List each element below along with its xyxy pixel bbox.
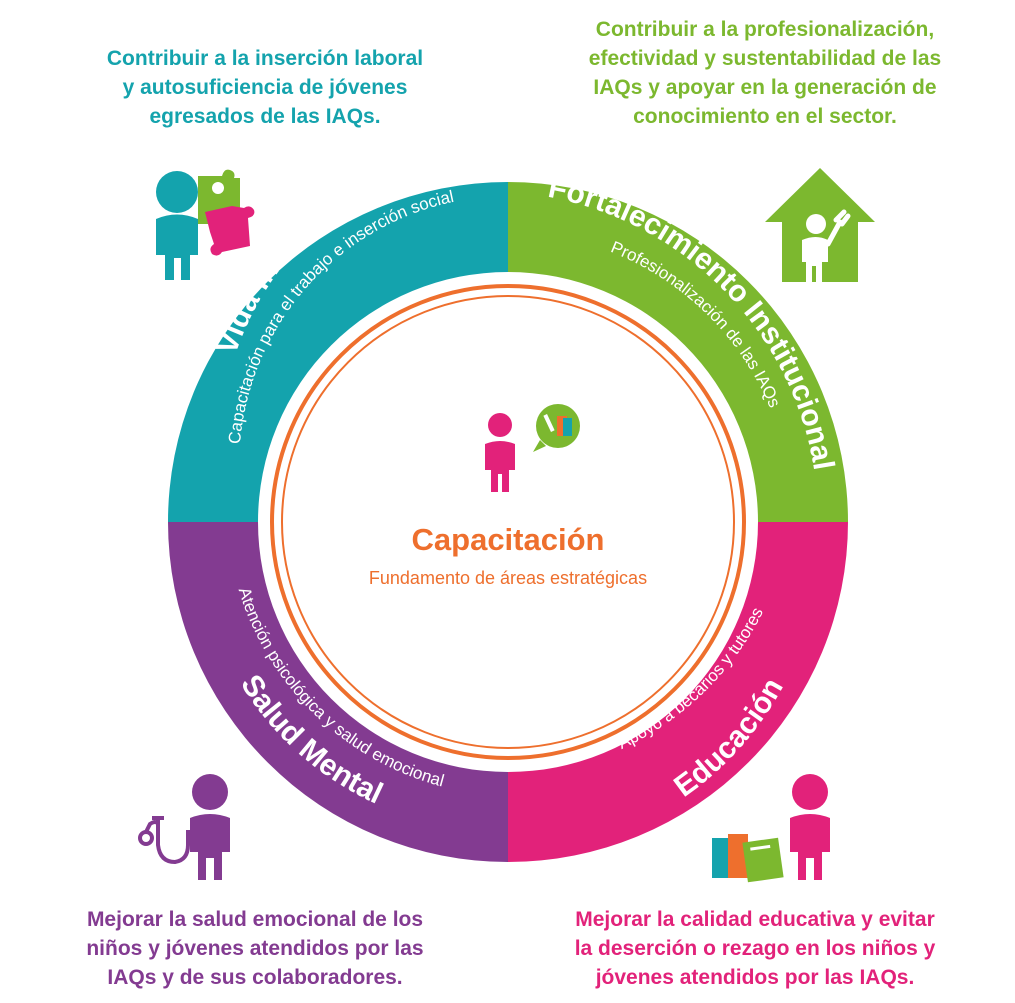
goal-vida-independiente: Contribuir a la inserción laboral y auto… [106, 47, 424, 128]
center-title: Capacitación [412, 522, 605, 557]
goal-fortalecimiento-institucional: Contribuir a la profesionalización, efec… [588, 18, 942, 128]
segment-vida-independiente [168, 182, 508, 522]
segment-salud-mental [168, 522, 508, 862]
segment-fortalecimiento-institucional [508, 182, 848, 522]
segment-educacion [508, 522, 848, 862]
center-subtitle: Fundamento de áreas estratégicas [369, 568, 647, 588]
person-with-books-icon [712, 774, 830, 883]
center-person-with-books-bubble-icon [485, 404, 580, 492]
inner-ring-outer [270, 284, 746, 760]
goal-educacion: Mejorar la calidad educativa y evitar la… [574, 908, 936, 989]
inner-ring-inner [281, 295, 735, 749]
person-with-puzzle-icon [156, 169, 255, 280]
person-with-wrench-house-icon [765, 168, 875, 282]
goal-salud-mental: Mejorar la salud emocional de los niños … [86, 908, 424, 989]
person-with-stethoscope-icon [138, 774, 230, 880]
